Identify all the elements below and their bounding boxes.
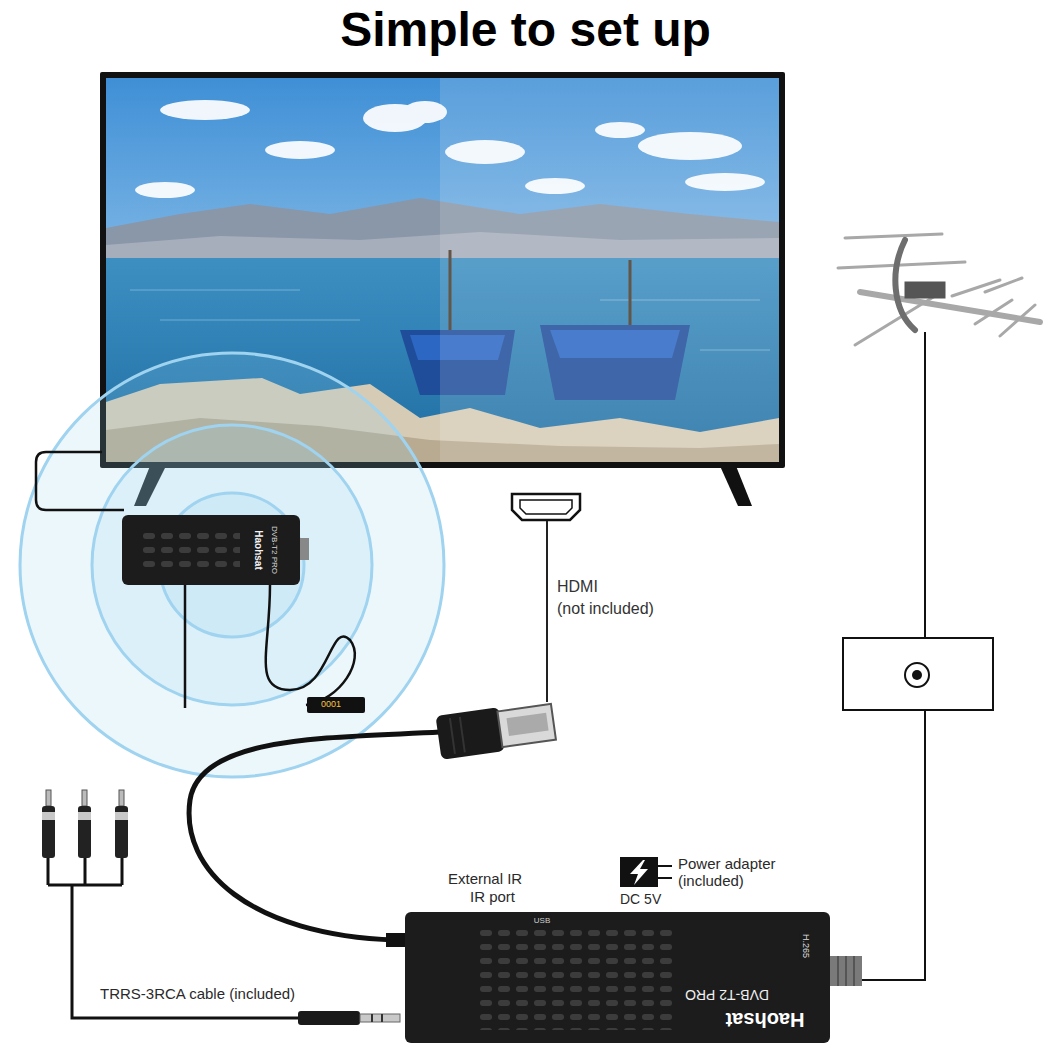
ir-cables	[36, 452, 355, 708]
device-marking: USB	[532, 917, 552, 926]
antenna-cable	[830, 332, 993, 986]
callout-label: Power adapter	[678, 855, 776, 872]
device-marking: Haohsat	[253, 528, 264, 571]
power-adapter-icon	[620, 857, 672, 887]
hdmi-port-icon	[512, 494, 580, 702]
device-marking: Haohsat	[724, 1009, 807, 1031]
callout-label: IR port	[470, 888, 515, 905]
device-marking: H.265	[800, 932, 810, 960]
hdmi-cable	[189, 700, 556, 947]
receiver-device: DVB-T2 PRO Haohsat	[122, 515, 300, 585]
callout-label: TRRS-3RCA cable (included)	[100, 985, 295, 1002]
device-marking: DVB-T2 PRO	[270, 524, 279, 576]
antenna	[838, 234, 1040, 345]
display-readout: 0001	[321, 699, 341, 709]
callout-label: HDMI	[557, 578, 598, 596]
ir-range-rings	[20, 353, 444, 777]
callout-label: (not included)	[557, 600, 654, 618]
title-heading: Simple to set up	[0, 2, 1051, 57]
trrs-3rca-cable	[42, 790, 400, 1025]
device-marking: DVB-T2 PRO	[683, 986, 771, 1001]
callout-label: DC 5V	[620, 891, 661, 907]
callout-label: (included)	[678, 872, 744, 889]
receiver-device: USB H.265DVB-T2 PRO Haohsat	[405, 912, 830, 1043]
ir-receiver	[307, 697, 365, 713]
callout-label: External IR	[448, 870, 522, 887]
